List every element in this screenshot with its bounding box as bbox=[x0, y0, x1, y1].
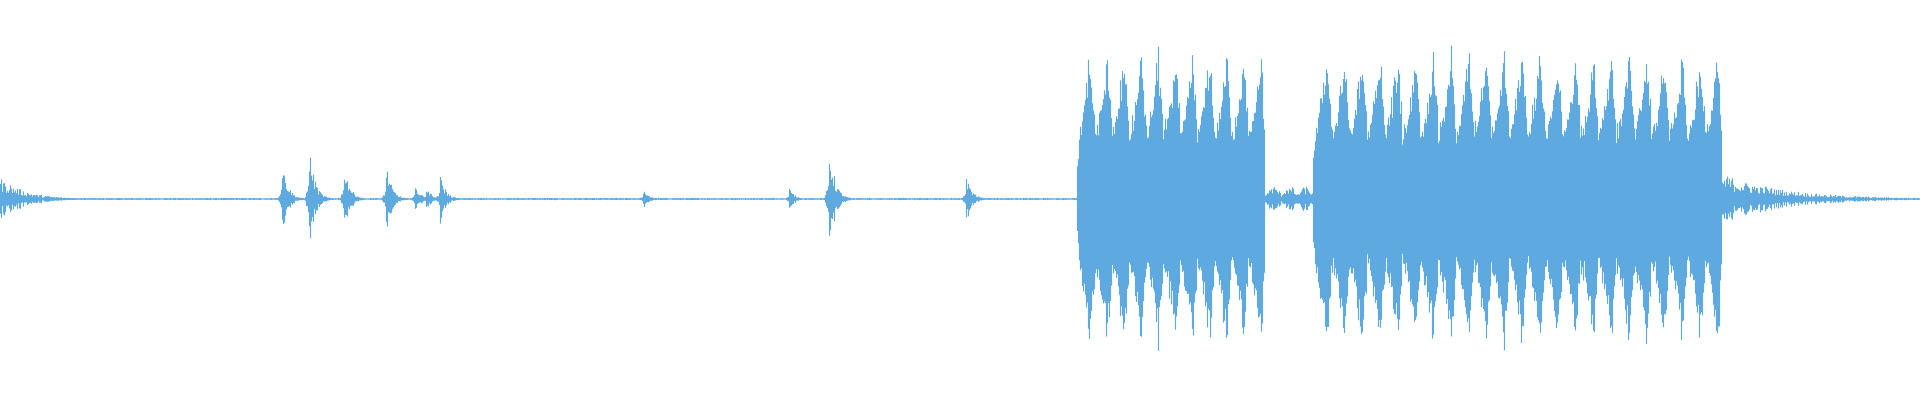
waveform-sample-columns bbox=[0, 45, 1920, 351]
waveform-samples bbox=[0, 45, 1920, 351]
